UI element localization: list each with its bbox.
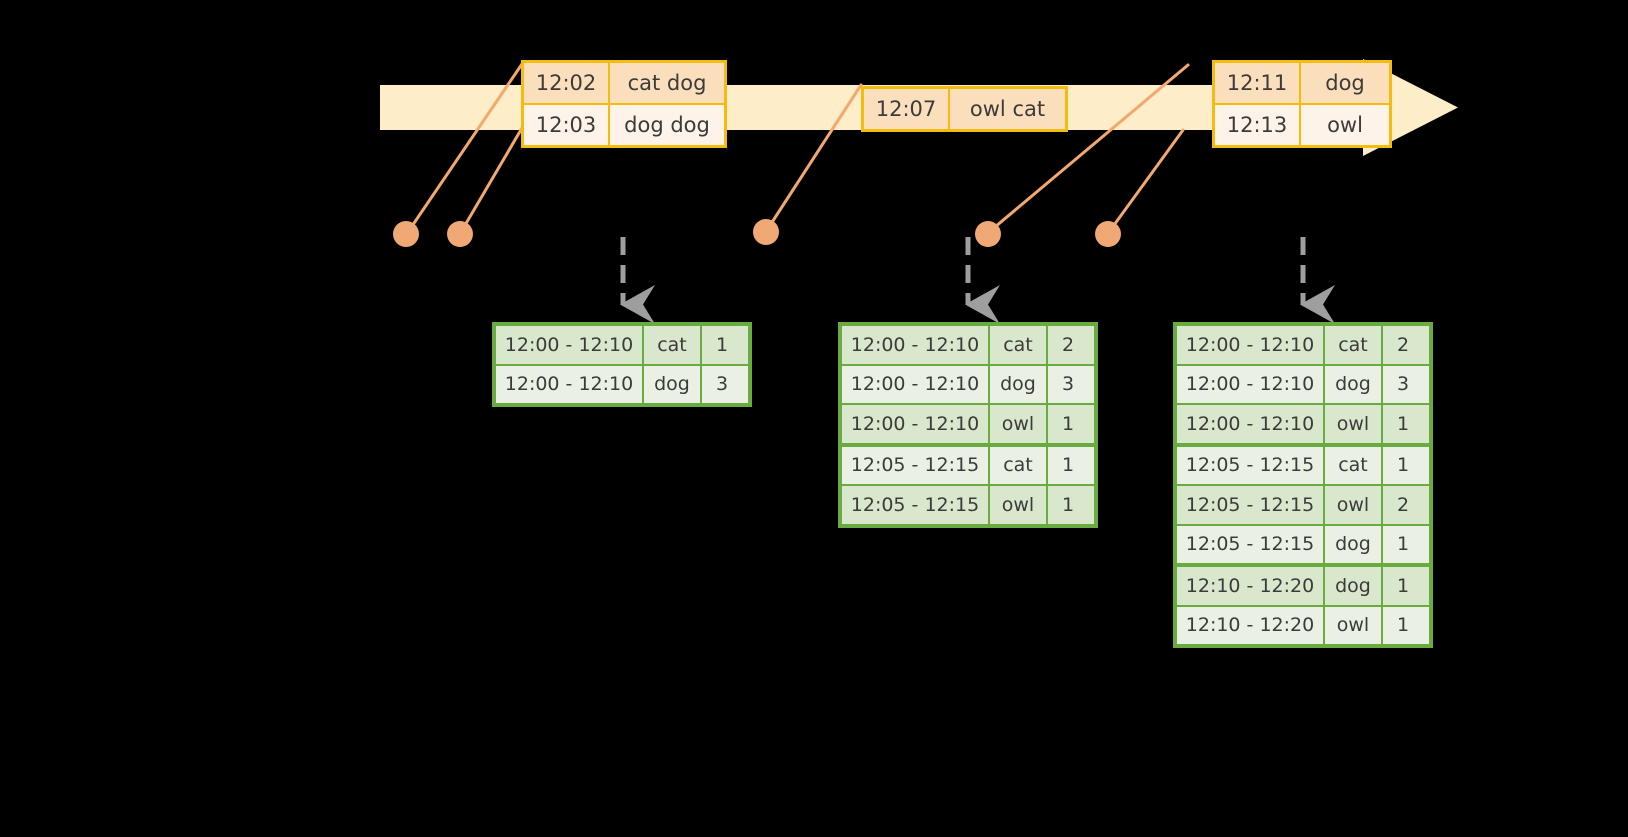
cell-key: cat [990, 326, 1048, 364]
connector-dot-3 [753, 219, 779, 245]
cell-count: 1 [1396, 533, 1410, 556]
cell-key: dog [990, 365, 1048, 403]
cell-window: 12:05 - 12:15 [842, 446, 990, 484]
connector-dot-4 [975, 221, 1001, 247]
cell-window: 12:00 - 12:10 [1177, 405, 1325, 443]
event-row[interactable]: 12:07 owl cat [864, 89, 1065, 129]
cell-window: 12:00 - 12:10 [1177, 326, 1325, 364]
event-group-3[interactable]: 12:11 dog 12:13 owl [1212, 60, 1392, 148]
result-table-3[interactable]: 12:00 - 12:10 cat 2 12:00 - 12:10 dog 3 … [1173, 322, 1433, 648]
cell-count: 2 [1396, 333, 1410, 356]
cell-key: cat [644, 326, 702, 364]
table-row[interactable]: 12:05 - 12:15 cat 1 [842, 442, 1094, 484]
result-table-2[interactable]: 12:00 - 12:10 cat 2 12:00 - 12:10 dog 3 … [838, 322, 1098, 528]
cell-key: cat [1325, 326, 1383, 364]
dashed-arrows [619, 237, 1335, 325]
event-payload: dog dog [624, 113, 710, 137]
table-row[interactable]: 12:05 - 12:15 owl 2 [1177, 484, 1429, 524]
table-row[interactable]: 12:00 - 12:10 dog 3 [496, 363, 748, 403]
table-row[interactable]: 12:10 - 12:20 dog 1 [1177, 563, 1429, 605]
cell-count: 1 [1396, 574, 1410, 597]
cell-count: 3 [715, 373, 729, 396]
cell-count: 3 [1061, 373, 1075, 396]
cell-window: 12:05 - 12:15 [1177, 525, 1325, 563]
event-payload: owl [1327, 113, 1363, 137]
table-row[interactable]: 12:00 - 12:10 dog 3 [842, 363, 1094, 403]
table-row[interactable]: 12:00 - 12:10 owl 1 [1177, 403, 1429, 443]
cell-key: owl [990, 486, 1048, 524]
event-row[interactable]: 12:11 dog [1215, 63, 1389, 103]
cell-count: 1 [1396, 454, 1410, 477]
connector-dot-1 [393, 221, 419, 247]
connector-line-2 [459, 126, 524, 234]
cell-window: 12:05 - 12:15 [842, 486, 990, 524]
cell-window: 12:00 - 12:10 [842, 365, 990, 403]
cell-window: 12:05 - 12:15 [1177, 446, 1325, 484]
cell-window: 12:00 - 12:10 [496, 365, 644, 403]
result-table-1[interactable]: 12:00 - 12:10 cat 1 12:00 - 12:10 dog 3 [492, 322, 752, 407]
table-row[interactable]: 12:10 - 12:20 owl 1 [1177, 604, 1429, 644]
table-row[interactable]: 12:05 - 12:15 cat 1 [1177, 442, 1429, 484]
event-payload: owl cat [969, 97, 1046, 121]
cell-window: 12:10 - 12:20 [1177, 606, 1325, 644]
cell-key: cat [990, 446, 1048, 484]
cell-key: owl [1325, 405, 1383, 443]
cell-count: 1 [715, 333, 729, 356]
cell-count: 1 [1396, 614, 1410, 637]
table-row[interactable]: 12:00 - 12:10 cat 2 [1177, 326, 1429, 364]
cell-count: 1 [1061, 412, 1075, 435]
table-row[interactable]: 12:05 - 12:15 owl 1 [842, 484, 1094, 524]
connector-line-1 [406, 62, 524, 234]
cell-count: 1 [1061, 493, 1075, 516]
cell-count: 1 [1396, 412, 1410, 435]
event-row[interactable]: 12:03 dog dog [524, 103, 724, 145]
table-row[interactable]: 12:05 - 12:15 dog 1 [1177, 523, 1429, 563]
cell-window: 12:00 - 12:10 [1177, 365, 1325, 403]
event-payload: cat dog [627, 71, 707, 95]
event-group-1[interactable]: 12:02 cat dog 12:03 dog dog [521, 60, 727, 148]
event-time: 12:02 [524, 63, 610, 103]
table-row[interactable]: 12:00 - 12:10 cat 1 [496, 326, 748, 364]
connector-line-3 [765, 83, 863, 232]
cell-count: 2 [1061, 333, 1075, 356]
cell-window: 12:10 - 12:20 [1177, 567, 1325, 605]
cell-window: 12:00 - 12:10 [496, 326, 644, 364]
cell-key: owl [1325, 606, 1383, 644]
event-time: 12:03 [524, 105, 610, 145]
cell-window: 12:00 - 12:10 [842, 405, 990, 443]
cell-count: 1 [1061, 454, 1075, 477]
cell-key: dog [1325, 525, 1383, 563]
table-row[interactable]: 12:00 - 12:10 dog 3 [1177, 363, 1429, 403]
connector-line-5 [1107, 128, 1185, 234]
cell-key: dog [1325, 567, 1383, 605]
connector-dot-2 [447, 221, 473, 247]
event-time: 12:11 [1215, 63, 1301, 103]
cell-key: dog [1325, 365, 1383, 403]
cell-key: dog [644, 365, 702, 403]
event-row[interactable]: 12:13 owl [1215, 103, 1389, 145]
event-time: 12:07 [864, 89, 950, 129]
event-time: 12:13 [1215, 105, 1301, 145]
cell-key: owl [990, 405, 1048, 443]
connector-dot-5 [1095, 221, 1121, 247]
cell-window: 12:05 - 12:15 [1177, 486, 1325, 524]
table-row[interactable]: 12:00 - 12:10 cat 2 [842, 326, 1094, 364]
cell-count: 2 [1396, 493, 1410, 516]
event-group-2[interactable]: 12:07 owl cat [861, 86, 1068, 132]
cell-key: owl [1325, 486, 1383, 524]
cell-window: 12:00 - 12:10 [842, 326, 990, 364]
event-row[interactable]: 12:02 cat dog [524, 63, 724, 103]
cell-count: 3 [1396, 373, 1410, 396]
connector-dots [393, 219, 1121, 247]
cell-key: cat [1325, 446, 1383, 484]
table-row[interactable]: 12:00 - 12:10 owl 1 [842, 403, 1094, 443]
event-payload: dog [1325, 71, 1365, 95]
